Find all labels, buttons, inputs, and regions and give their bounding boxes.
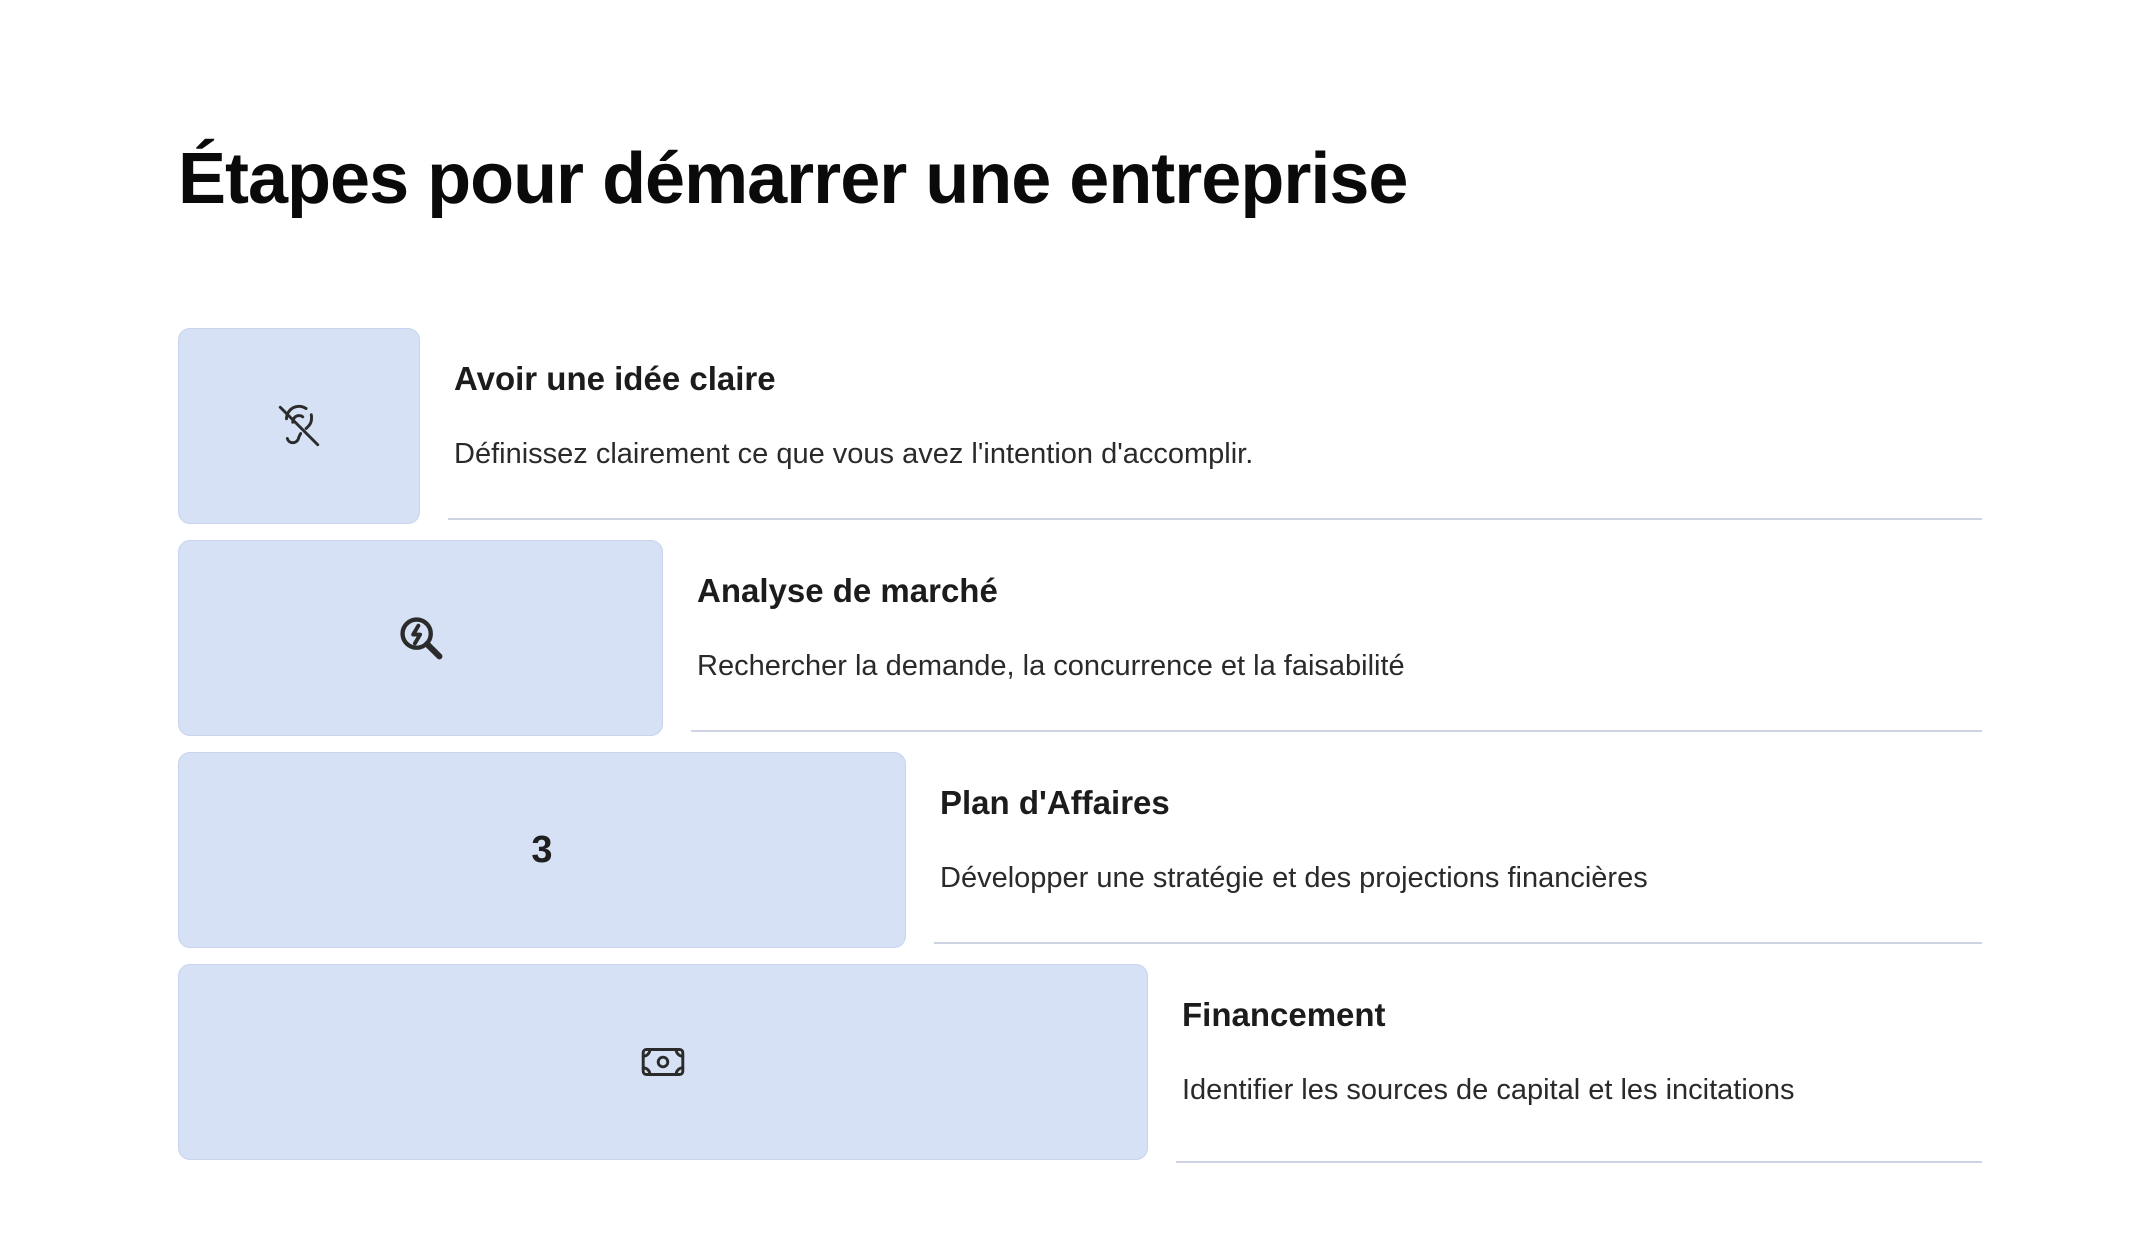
step-row-4: Financement Identifier les sources de ca… (178, 964, 1982, 1163)
step-title: Analyse de marché (697, 572, 998, 609)
step-text-4: Financement Identifier les sources de ca… (1176, 964, 1982, 1163)
step-text-1: Avoir une idée claire Définissez clairem… (448, 328, 1982, 524)
step-block-4 (178, 964, 1148, 1160)
step-title: Financement (1182, 996, 1386, 1033)
step-block-2 (178, 540, 663, 736)
page-title: Étapes pour démarrer une entreprise (178, 139, 1408, 219)
step-description: Définissez clairement ce que vous avez l… (454, 438, 1254, 470)
step-divider (934, 942, 1982, 944)
step-description: Rechercher la demande, la concurrence et… (697, 650, 1405, 682)
step-description: Identifier les sources de capital et les… (1182, 1074, 1795, 1106)
step-text-3: Plan d'Affaires Développer une stratégie… (934, 752, 1982, 948)
cash-icon (638, 1037, 688, 1087)
step-title: Plan d'Affaires (940, 784, 1170, 821)
ear-off-icon (274, 401, 324, 451)
step-block-3: 3 (178, 752, 906, 948)
step-divider (448, 518, 1982, 520)
step-divider (691, 730, 1982, 732)
step-row-3: 3 Plan d'Affaires Développer une stratég… (178, 752, 1982, 948)
step-text-2: Analyse de marché Rechercher la demande,… (691, 540, 1982, 736)
step-title: Avoir une idée claire (454, 360, 776, 397)
step-row-1: Avoir une idée claire Définissez clairem… (178, 328, 1982, 524)
step-block-1 (178, 328, 420, 524)
step-divider (1176, 1161, 1982, 1163)
step-description: Développer une stratégie et des projecti… (940, 862, 1648, 894)
search-bolt-icon (395, 612, 447, 664)
step-number: 3 (531, 828, 553, 871)
step-row-2: Analyse de marché Rechercher la demande,… (178, 540, 1982, 736)
